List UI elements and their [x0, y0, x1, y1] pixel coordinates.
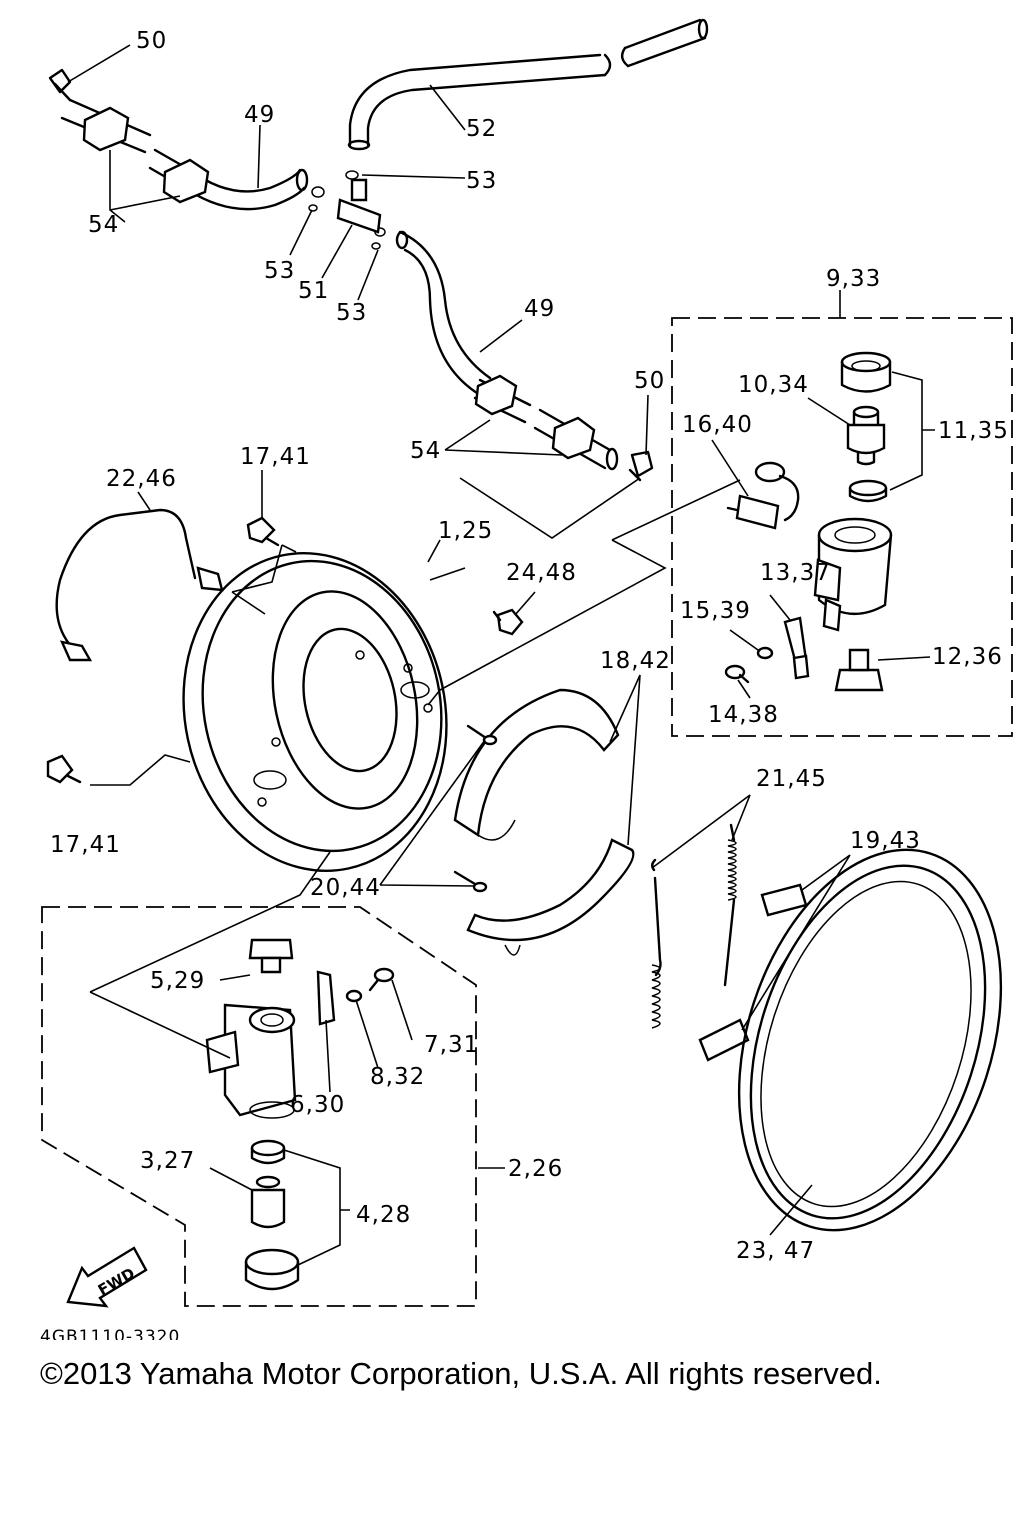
bolt-17-41-upper: [246, 516, 280, 547]
callout-17-41-upper: 17,41: [240, 444, 311, 470]
union-fitting-51: [336, 178, 382, 234]
callout-15-39: 15,39: [680, 598, 751, 624]
callout-1-25: 1,25: [438, 518, 493, 544]
clip-50-lower: [628, 450, 654, 482]
callout-23-47: 23, 47: [736, 1238, 815, 1264]
brake-hose-22-46: [55, 508, 224, 662]
callout-12-36: 12,36: [932, 644, 1003, 670]
seal-4-28: [250, 1139, 286, 1165]
callout-5-29: 5,29: [150, 968, 205, 994]
callout-4-28: 4,28: [356, 1202, 411, 1228]
cap-11-35: [840, 351, 892, 393]
bolt-17-41-lower: [46, 754, 82, 784]
callout-7-31: 7,31: [424, 1032, 479, 1058]
bolt-14-38: [724, 664, 750, 684]
brake-assembly-diagram: FWD: [40, 18, 1013, 1340]
breather-hose-52: [347, 18, 709, 151]
bleeder-5-29: [248, 938, 294, 974]
callout-3-27: 3,27: [140, 1148, 195, 1174]
bleeder-12-36: [834, 648, 884, 692]
callout-6-30: 6,30: [290, 1092, 345, 1118]
callout-22-46: 22,46: [106, 466, 177, 492]
brake-shoe-18-42-upper: [453, 688, 620, 841]
callout-16-40: 16,40: [682, 412, 753, 438]
hose-clamp-54-upper: [82, 106, 210, 204]
plate-13-37: [783, 616, 810, 680]
callout-52: 52: [466, 116, 497, 142]
washer-8-32: [345, 989, 363, 1003]
clip-50-top: [48, 68, 72, 102]
callout-18-42: 18,42: [600, 648, 671, 674]
callout-labels: 50 49 54 52 53 53 51 53 49 9,33 50 10,34…: [50, 28, 1009, 1264]
cap-4-28: [244, 1248, 300, 1291]
callout-53-lower: 53: [336, 300, 367, 326]
callout-19-43: 19,43: [850, 828, 921, 854]
callout-21-45: 21,45: [756, 766, 827, 792]
wheel-cylinder-left-2-26: [205, 1003, 297, 1119]
callout-51: 51: [298, 278, 329, 304]
wheel-cylinder-kit-box-left: [41, 906, 477, 1307]
hose-clamp-54-lower: [474, 374, 596, 460]
brake-panel-1-25: [182, 551, 448, 873]
callout-2-26: 2,26: [508, 1156, 563, 1182]
callout-13-37: 13,37: [760, 560, 831, 586]
piston-10-34: [846, 405, 886, 466]
adjuster-19-43: [698, 883, 808, 1062]
callout-14-38: 14,38: [708, 702, 779, 728]
callout-54-upper: 54: [88, 212, 119, 238]
callout-8-32: 8,32: [370, 1064, 425, 1090]
callout-24-48: 24,48: [506, 560, 577, 586]
bolt-7-31: [368, 967, 395, 992]
callout-20-44: 20,44: [310, 875, 381, 901]
bolt-24-48: [492, 608, 524, 636]
brake-switch-16-40: [726, 461, 800, 530]
wheel-cylinder-kit-box-right: [671, 317, 1013, 737]
pin-20-44: [453, 724, 498, 893]
diagram-code: 4GB1110-3320: [40, 1327, 180, 1340]
callout-50-lower: 50: [634, 368, 665, 394]
spring-21-45: [651, 823, 737, 1029]
seal-11-35: [848, 479, 888, 503]
callout-53-right: 53: [466, 168, 497, 194]
callout-54-lower: 54: [410, 438, 441, 464]
forward-direction-arrow: FWD: [66, 1246, 148, 1308]
callout-17-41-lower: 17,41: [50, 832, 121, 858]
callout-9-33: 9,33: [826, 266, 881, 292]
plate-6-30: [316, 970, 336, 1026]
seal-ring-23-47: [737, 848, 1003, 1232]
leader-lines: [67, 44, 935, 1266]
callout-11-35: 11,35: [938, 418, 1009, 444]
copyright-notice: ©2013 Yamaha Motor Corporation, U.S.A. A…: [40, 1356, 882, 1391]
callout-10-34: 10,34: [738, 372, 809, 398]
wheel-cylinder-right-9-33: [813, 517, 893, 632]
callout-50-top: 50: [136, 28, 167, 54]
washer-15-39: [756, 646, 774, 660]
callout-49-lower: 49: [524, 296, 555, 322]
callout-49-upper: 49: [244, 102, 275, 128]
callout-53-left: 53: [264, 258, 295, 284]
piston-3-27: [250, 1175, 286, 1229]
brake-shoe-18-42-lower: [466, 838, 635, 956]
